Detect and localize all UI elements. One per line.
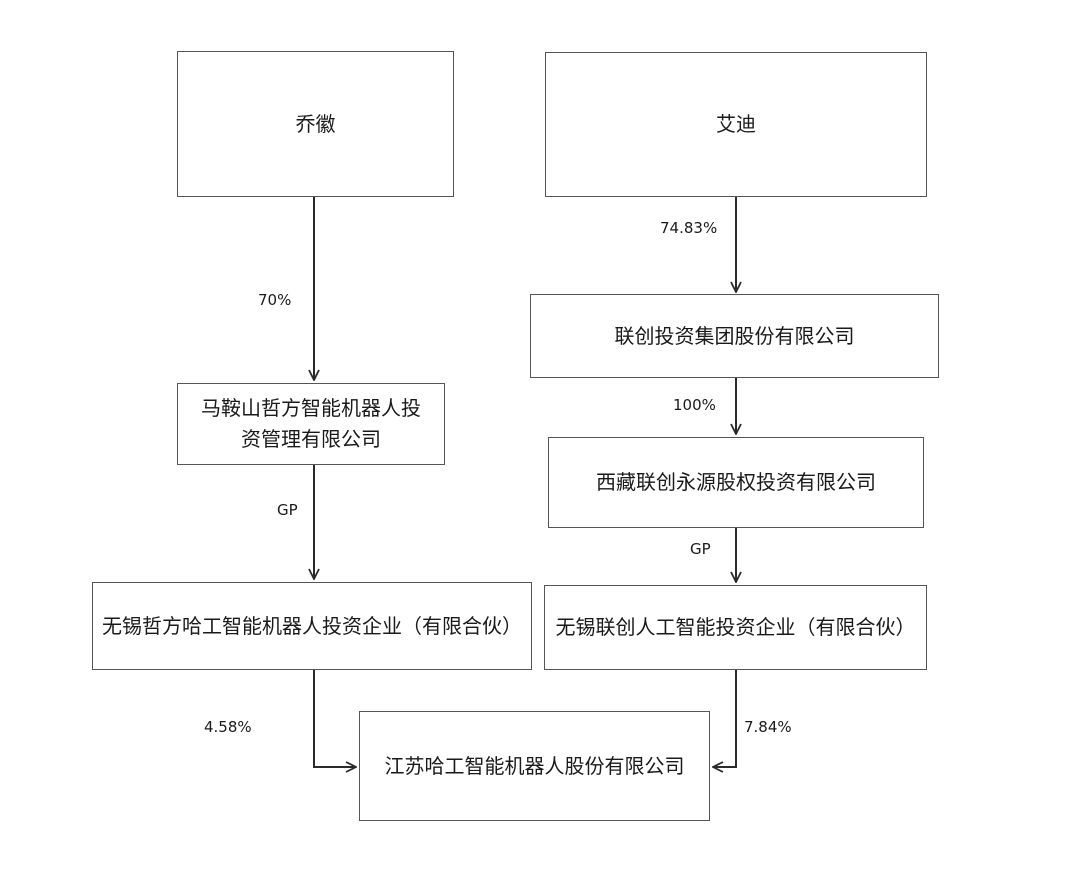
edge-label-aidi-to-group: 74.83%	[660, 219, 718, 237]
edge-label-wuxi-zhefang-to-jiangsu: 4.58%	[204, 718, 252, 736]
edge-label-maanshan-to-wuxi: GP	[277, 501, 298, 519]
node-ai-di-label: 艾迪	[716, 112, 756, 136]
node-qiao-hui-label: 乔徽	[295, 111, 336, 136]
node-wuxi-lianchuang: 无锡联创人工智能投资企业（有限合伙）	[544, 585, 927, 670]
node-xizang-lianchuang-label: 西藏联创永源股权投资有限公司	[596, 470, 876, 494]
arrow-wuxi-zhefang-to-jiangsu	[313, 670, 356, 767]
node-jiangsu-hagong: 江苏哈工智能机器人股份有限公司	[359, 711, 710, 821]
arrow-wuxi-lianchuang-to-jiangsu	[713, 670, 737, 767]
node-jiangsu-hagong-label: 江苏哈工智能机器人股份有限公司	[384, 753, 685, 778]
node-lianchuang-group: 联创投资集团股份有限公司	[530, 294, 939, 378]
node-maanshan-label-line1: 马鞍山哲方智能机器人投	[201, 396, 421, 420]
node-wuxi-lianchuang-label: 无锡联创人工智能投资企业（有限合伙）	[555, 615, 916, 639]
node-maanshan-label-line2: 资管理有限公司	[241, 427, 381, 451]
node-wuxi-zhefang-label: 无锡哲方哈工智能机器人投资企业（有限合伙）	[102, 613, 522, 638]
node-qiao-hui: 乔徽	[177, 51, 454, 197]
edge-label-group-to-xizang: 100%	[673, 396, 716, 414]
node-lianchuang-group-label: 联创投资集团股份有限公司	[614, 323, 855, 348]
node-wuxi-zhefang: 无锡哲方哈工智能机器人投资企业（有限合伙）	[92, 582, 532, 670]
edge-label-xizang-to-wuxi: GP	[690, 540, 711, 558]
node-ai-di: 艾迪	[545, 52, 927, 197]
node-xizang-lianchuang: 西藏联创永源股权投资有限公司	[548, 437, 924, 528]
node-maanshan: 马鞍山哲方智能机器人投 资管理有限公司	[177, 383, 445, 465]
edge-label-wuxi-lianchuang-to-jiangsu: 7.84%	[744, 718, 792, 736]
edge-label-qiao-to-maanshan: 70%	[258, 291, 292, 309]
